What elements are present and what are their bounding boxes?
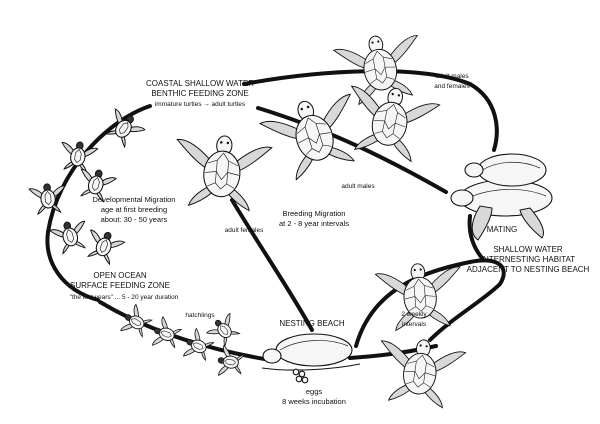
adult-female-turtle bbox=[171, 131, 273, 213]
breeding-migration-label-1: Breeding Migration bbox=[283, 209, 346, 218]
two-weekly-label-1: 2 weekly bbox=[401, 311, 427, 318]
juvenile-turtle bbox=[48, 217, 92, 256]
coastal-sub-label: immature turtles → adult turtles bbox=[155, 101, 246, 108]
adult-turtle bbox=[338, 78, 442, 166]
developmental-migration-label-1: Developmental Migration bbox=[93, 195, 176, 204]
hatchlings bbox=[117, 302, 246, 380]
internesting-loop-path bbox=[354, 258, 506, 348]
adult-males-migration-path bbox=[256, 106, 448, 194]
coastal-zone-label: BENTHIC FEEDING ZONE bbox=[151, 89, 248, 98]
breeding-migration-label-2: at 2 - 8 year intervals bbox=[279, 219, 349, 228]
adult-male-turtle bbox=[257, 86, 371, 186]
eggs-label-1: eggs bbox=[306, 387, 323, 396]
coastal-to-mating-path bbox=[242, 69, 499, 152]
adult-females-label: adult females bbox=[225, 227, 264, 234]
developmental-migration-path bbox=[45, 104, 152, 302]
coastal-title-label: COASTAL SHALLOW WATER bbox=[146, 79, 254, 88]
adult-females-migration-path bbox=[230, 198, 314, 332]
mating-to-internesting-path bbox=[467, 214, 484, 260]
nesting-beach-label: NESTING BEACH bbox=[279, 319, 345, 328]
hatchling bbox=[149, 315, 184, 354]
two-weekly-label-2: intervals bbox=[402, 321, 427, 328]
juvenile-turtle bbox=[28, 181, 68, 216]
developmental-migration-label-3: about: 30 - 50 years bbox=[101, 215, 168, 224]
migration-paths bbox=[45, 69, 506, 362]
labels: COASTAL SHALLOW WATER BENTHIC FEEDING ZO… bbox=[70, 73, 590, 406]
open-ocean-label-2: SURFACE FEEDING ZONE bbox=[70, 281, 170, 290]
hatchling-drift-path bbox=[98, 300, 272, 362]
internesting-turtle bbox=[372, 333, 468, 411]
internesting-label-2: INTERNESTING HABITAT bbox=[481, 255, 575, 264]
hatchlings-label: hatchlings bbox=[185, 312, 215, 319]
internesting-label-3: ADJACENT TO NESTING BEACH bbox=[467, 265, 590, 274]
hatchling bbox=[117, 302, 156, 343]
mating-label: MATING bbox=[487, 225, 518, 234]
developmental-migration-label-2: age at first breeding bbox=[101, 205, 167, 214]
adult-males-females-label-2: and females bbox=[434, 83, 470, 90]
nesting-female bbox=[261, 333, 361, 371]
open-ocean-label-1: OPEN OCEAN bbox=[93, 271, 147, 280]
egg-clutch bbox=[292, 368, 309, 384]
eggs-label-2: 8 weeks incubation bbox=[282, 397, 346, 406]
internesting-label-1: SHALLOW WATER bbox=[493, 245, 563, 254]
juvenile-turtle bbox=[81, 225, 127, 267]
open-ocean-label-3: "the lost years" ... 5 - 20 year duratio… bbox=[70, 294, 179, 301]
adult-males-females-label-1: adult males bbox=[435, 73, 469, 80]
adult-males-label: adult males bbox=[341, 183, 375, 190]
mating-pair bbox=[450, 153, 553, 241]
